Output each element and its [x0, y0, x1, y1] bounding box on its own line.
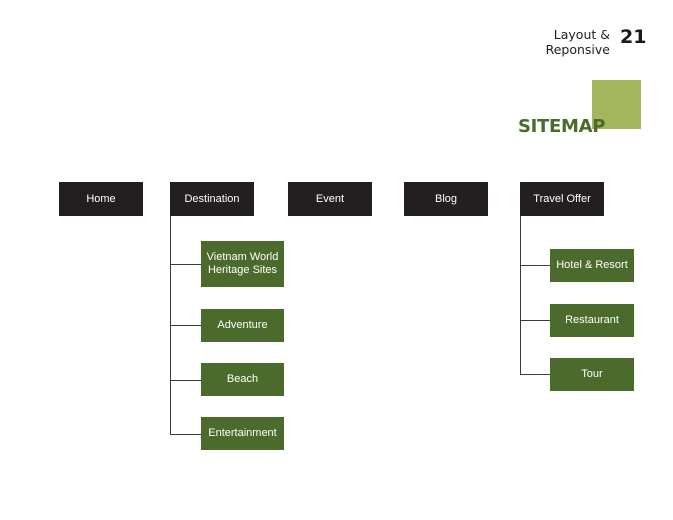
nav-blog-label: Blog — [434, 192, 458, 205]
travel-offer-branch-line — [520, 265, 550, 266]
nav-blog[interactable]: Blog — [404, 182, 488, 216]
subnav-hotel-and-resort[interactable]: Hotel & Resort — [550, 249, 634, 282]
subnav-beach[interactable]: Beach — [201, 363, 284, 396]
subnav-label: Vietnam World Heritage Sites — [206, 251, 279, 276]
subnav-label: Beach — [226, 373, 259, 385]
page-number: 21 — [620, 26, 647, 48]
subnav-entertainment[interactable]: Entertainment — [201, 417, 284, 450]
travel-offer-branch-line — [520, 320, 550, 321]
nav-destination[interactable]: Destination — [170, 182, 254, 216]
nav-event-label: Event — [315, 192, 345, 205]
nav-home-label: Home — [86, 192, 116, 205]
subnav-label: Restaurant — [565, 314, 619, 326]
header-title-line1: Layout & — [553, 27, 610, 42]
destination-branch-line — [170, 264, 201, 265]
destination-branch-line — [170, 434, 201, 435]
sitemap-heading: SITEMAP — [518, 116, 606, 137]
travel-offer-trunk-line — [520, 216, 521, 375]
destination-branch-line — [170, 380, 201, 381]
nav-travel-offer-label: Travel Offer — [533, 192, 591, 205]
subnav-vietnam-world-heritage-sites[interactable]: Vietnam World Heritage Sites — [201, 241, 284, 287]
subnav-adventure[interactable]: Adventure — [201, 309, 284, 342]
nav-event[interactable]: Event — [288, 182, 372, 216]
subnav-label: Tour — [581, 368, 603, 380]
subnav-label: Hotel & Resort — [556, 259, 628, 271]
nav-travel-offer[interactable]: Travel Offer — [520, 182, 604, 216]
subnav-label: Entertainment — [208, 427, 277, 439]
travel-offer-branch-line — [520, 374, 550, 375]
nav-home[interactable]: Home — [59, 182, 143, 216]
subnav-restaurant[interactable]: Restaurant — [550, 304, 634, 337]
destination-branch-line — [170, 325, 201, 326]
subnav-label: Adventure — [217, 319, 268, 331]
nav-destination-label: Destination — [184, 192, 240, 205]
subnav-tour[interactable]: Tour — [550, 358, 634, 391]
page-header-title: Layout & Reponsive — [520, 27, 610, 57]
sitemap-accent-square — [592, 80, 641, 129]
header-title-line2: Reponsive — [545, 41, 610, 57]
